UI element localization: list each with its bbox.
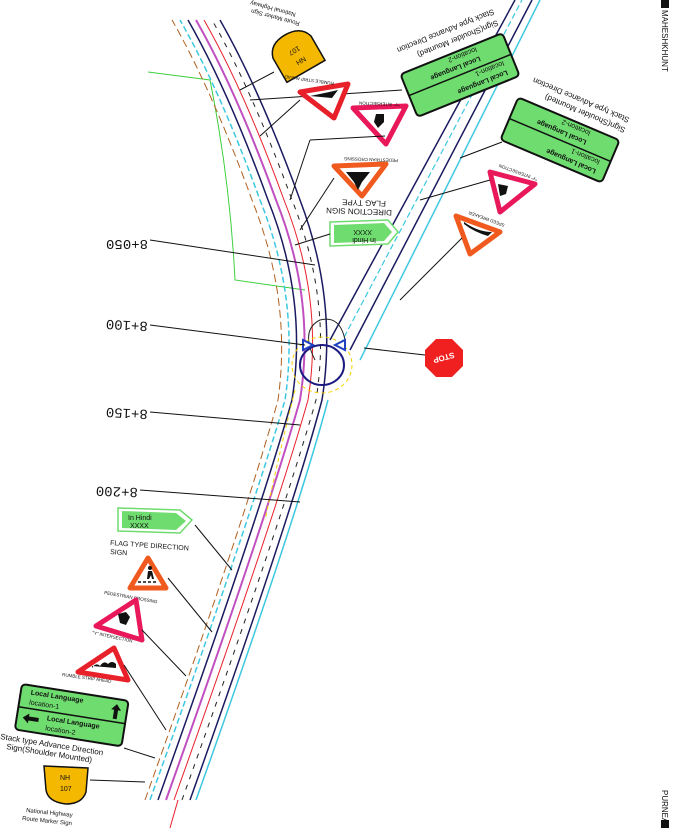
chainage-8200: 8+200	[96, 482, 301, 503]
lower-nh-marker-sign: NH 107 National Highway Route Marker Sig…	[22, 765, 146, 827]
svg-text:Route Marker Sign: Route Marker Sign	[22, 816, 72, 827]
upper-y-intersection-sign: "Y" INTERSECTION	[289, 101, 409, 201]
svg-text:NH: NH	[294, 54, 306, 65]
svg-text:8+050: 8+050	[106, 235, 148, 251]
svg-text:location-2: location-2	[45, 725, 76, 737]
pedestrian-icon	[138, 566, 156, 583]
upper-right-stack-direction-sign: Local Language location-1 Local Language…	[500, 97, 620, 183]
svg-text:8+100: 8+100	[105, 315, 148, 333]
svg-text:In Hindi: In Hindi	[352, 236, 376, 243]
upper-pedestrian-crossing-sign: PEDESTRIAN CROSSING	[299, 156, 398, 231]
chainage-8050: 8+050	[106, 235, 316, 266]
svg-text:RUMBLE STRIP AHEAD: RUMBLE STRIP AHEAD	[62, 672, 113, 684]
lower-rumble-strip-sign: RUMBLE STRIP AHEAD	[62, 645, 167, 731]
svg-text:107: 107	[60, 786, 72, 793]
svg-text:SIGN: SIGN	[110, 549, 128, 557]
svg-text:location-1: location-1	[29, 699, 60, 711]
lower-stack-direction-sign: Local Language location-1 Local Language…	[14, 683, 130, 747]
arrow-left-icon	[22, 713, 39, 724]
stop-sign: STOP	[363, 339, 463, 377]
svg-text:NH: NH	[60, 775, 70, 782]
svg-text:107: 107	[287, 44, 301, 56]
chainage-8100: 8+100	[105, 315, 306, 346]
upper-right-y-intersection-sign: "Y" INTERSECTION	[419, 163, 538, 215]
direction-maheshkhunt: MAHESHKHUNT	[660, 0, 669, 72]
row-boundary-line	[147, 71, 306, 291]
svg-text:National Highway: National Highway	[26, 808, 73, 819]
roundabout	[264, 336, 353, 521]
svg-text:8+200: 8+200	[96, 482, 139, 499]
direction-purnea: PURNEA	[660, 790, 669, 828]
svg-text:PEDESTRIAN CROSSING: PEDESTRIAN CROSSING	[343, 156, 398, 163]
svg-text:In Hindi: In Hindi	[128, 515, 152, 522]
upper-nh-marker-sign: NH 107	[271, 29, 327, 84]
chainage-8150: 8+150	[105, 403, 301, 426]
main-road	[144, 19, 329, 828]
svg-text:FLAG TYPE: FLAG TYPE	[342, 197, 386, 208]
svg-text:PURNEA: PURNEA	[660, 790, 669, 824]
lower-flag-direction-sign: In Hindi XXXX FLAG TYPE DIRECTION SIGN	[110, 507, 233, 571]
upper-flag-direction-sign: XXXX In Hindi	[294, 219, 399, 247]
svg-text:MAHESHKHUNT: MAHESHKHUNT	[660, 10, 669, 72]
svg-text:"Y" INTERSECTION: "Y" INTERSECTION	[359, 101, 400, 107]
upper-rumble-strip-sign: RUMBLE STRIP AHEAD	[259, 74, 351, 137]
svg-text:RUMBLE STRIP AHEAD: RUMBLE STRIP AHEAD	[284, 74, 335, 86]
svg-text:XXXX: XXXX	[130, 523, 149, 530]
arrow-up-icon	[111, 704, 122, 720]
svg-text:DIRECTION SIGN: DIRECTION SIGN	[326, 206, 392, 217]
svg-text:XXXX: XXXX	[353, 228, 372, 235]
svg-text:8+150: 8+150	[105, 403, 148, 421]
upper-right-speed-breaker-sign: SPEED BREAKER	[399, 210, 505, 301]
lower-y-intersection-sign: "Y" INTERSECTION	[92, 597, 187, 677]
